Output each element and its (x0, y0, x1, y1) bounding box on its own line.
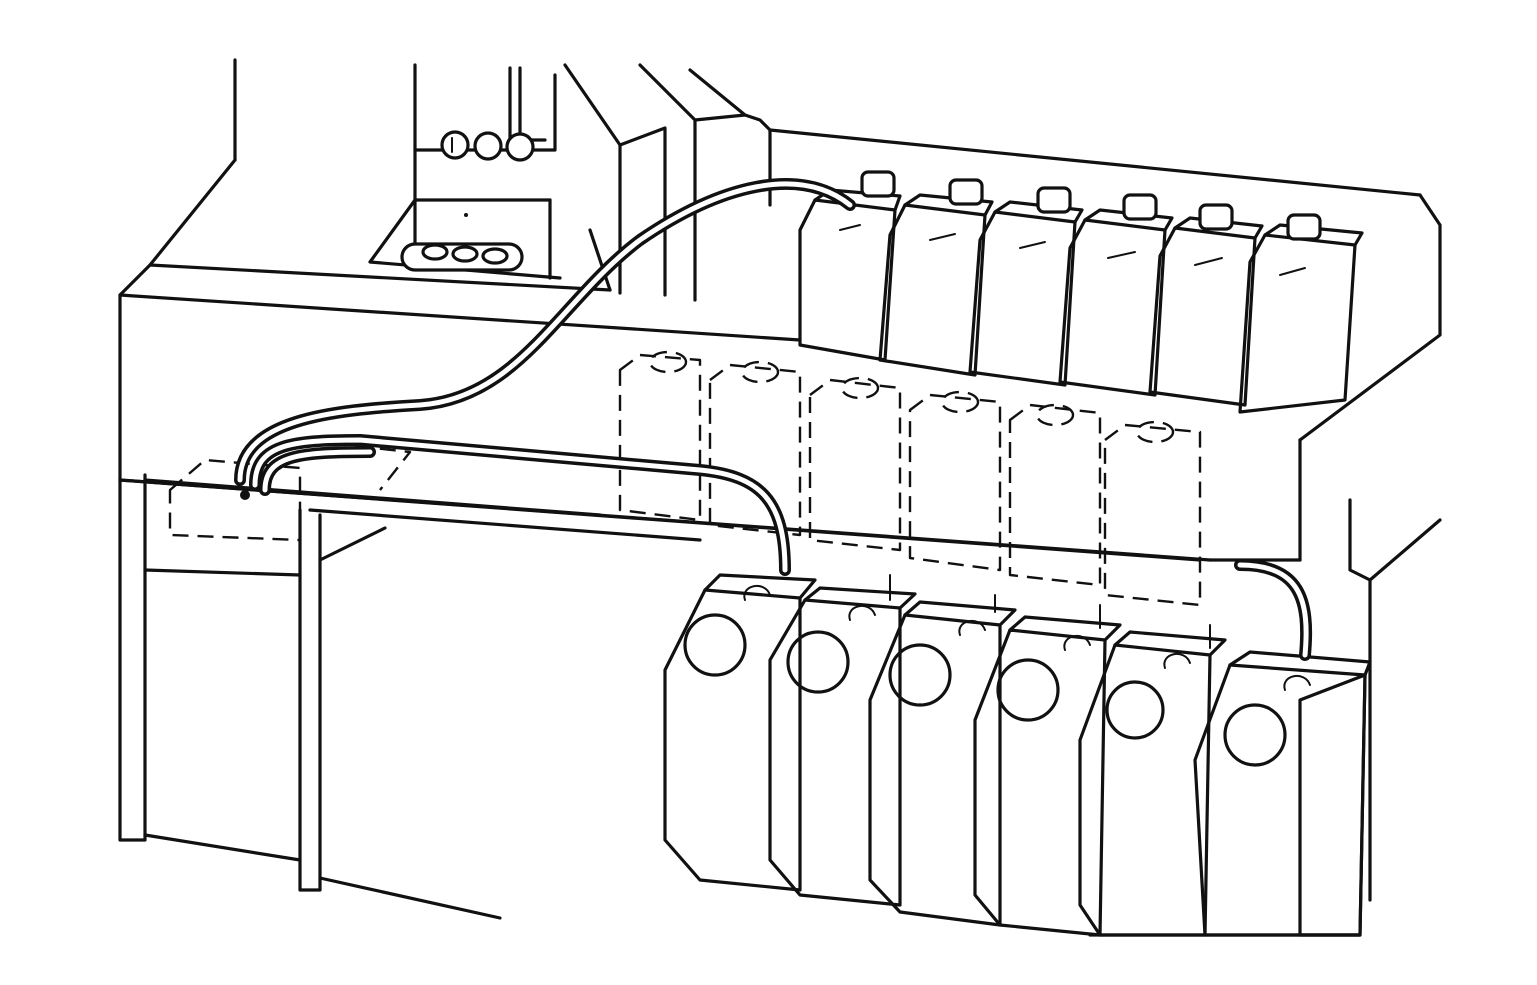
lower-container-4 (973, 615, 1122, 937)
cap-icon (1105, 680, 1165, 740)
cap-icon (1286, 213, 1322, 241)
cap-icon (1036, 186, 1072, 214)
upper-container-6 (1238, 213, 1364, 414)
upper-shelf-containers (798, 170, 1364, 414)
lower-containers (663, 573, 1372, 937)
lower-container-3 (868, 600, 1017, 927)
cap-icon (996, 658, 1060, 722)
cap-icon (1122, 193, 1158, 221)
lower-container-2 (768, 586, 917, 907)
cap-icon (860, 170, 896, 198)
upper-container-3 (968, 186, 1084, 387)
instrument-body (148, 58, 772, 302)
control-knobs (440, 130, 535, 162)
cap-icon (786, 630, 850, 694)
bench (118, 128, 1442, 920)
upper-container-4 (1058, 193, 1174, 397)
lower-container-1 (663, 573, 817, 892)
cap-icon (1198, 203, 1234, 231)
cap-icon (948, 178, 984, 206)
knob-icon (505, 132, 535, 162)
sample-ports (400, 213, 524, 272)
knob-icon (473, 131, 503, 161)
cap-icon (683, 613, 747, 677)
dashed-containers (168, 350, 1202, 607)
upper-container-2 (878, 178, 994, 377)
tubing (234, 177, 1313, 661)
upper-container-5 (1148, 203, 1264, 407)
manifold-connector-icon (240, 490, 250, 500)
lower-container-6 (1193, 650, 1372, 937)
cap-icon (888, 643, 952, 707)
cap-icon (1223, 703, 1287, 767)
knob-icon (440, 130, 470, 160)
